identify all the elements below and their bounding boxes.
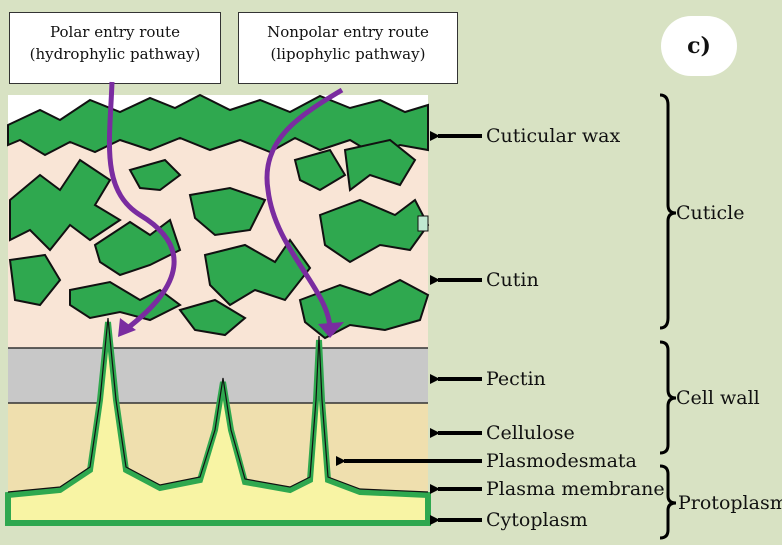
- label-plasmodesmata: Plasmodesmata: [486, 450, 637, 472]
- group-label-cell-wall: Cell wall: [676, 387, 760, 409]
- label-cutin: Cutin: [486, 269, 539, 291]
- label-pectin: Pectin: [486, 368, 546, 390]
- label-cellulose: Cellulose: [486, 422, 575, 444]
- group-label-protoplasm: Protoplasm: [678, 492, 782, 514]
- group-label-cuticle: Cuticle: [676, 202, 744, 224]
- label-cytoplasm: Cytoplasm: [486, 509, 588, 531]
- label-plasma-membrane: Plasma membrane: [486, 478, 665, 500]
- label-cuticular-wax: Cuticular wax: [486, 125, 620, 147]
- group-braces: [660, 95, 676, 538]
